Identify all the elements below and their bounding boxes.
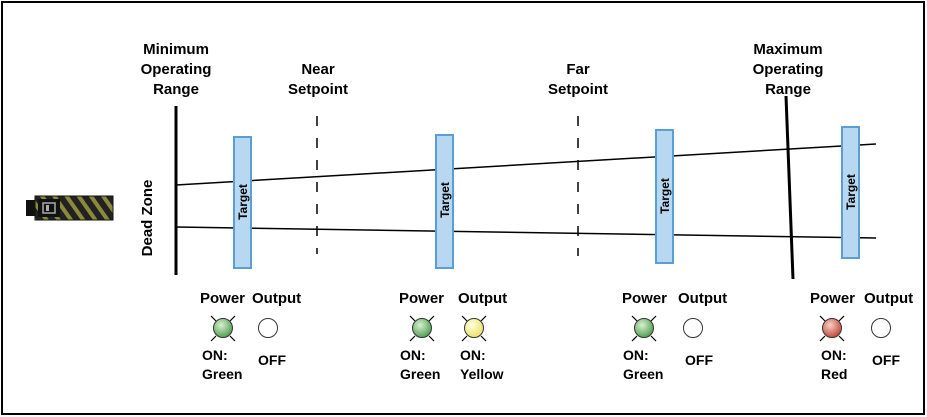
output-state: OFF <box>685 352 713 368</box>
power-state: ON: Red <box>821 347 848 382</box>
sensor-icon <box>26 195 114 221</box>
power-state: ON: Green <box>202 347 243 382</box>
indicator-group-3 <box>631 315 703 342</box>
beam-upper-line <box>175 143 877 186</box>
power-led-icon <box>210 315 236 342</box>
power-header: Power <box>399 290 445 307</box>
power-state: ON: Green <box>623 347 664 382</box>
output-header: Output <box>252 290 302 307</box>
indicator-group-4 <box>819 315 891 342</box>
output-led-icon <box>461 315 487 342</box>
beam-lower-line <box>175 226 877 239</box>
power-led-icon <box>631 315 657 342</box>
output-led-icon <box>683 318 703 338</box>
svg-text:Target: Target <box>658 178 672 214</box>
indicator-group-2 <box>409 315 487 342</box>
power-header: Power <box>810 290 856 307</box>
target-4: Target <box>841 126 860 259</box>
power-state: ON: Green <box>400 347 441 382</box>
output-state: OFF <box>258 352 286 368</box>
minimum-range-label: Minimum Operating Range <box>140 41 212 98</box>
output-header: Output <box>864 290 914 307</box>
dead-zone-label: Dead Zone <box>139 180 156 257</box>
output-state: OFF <box>872 352 900 368</box>
svg-text:Target: Target <box>236 184 250 220</box>
maximum-range-label: Maximum Operating Range <box>752 41 824 98</box>
output-led-icon <box>871 318 891 338</box>
output-led-icon <box>258 318 278 338</box>
target-1: Target <box>233 136 252 269</box>
indicator-group-1 <box>210 315 278 342</box>
far-setpoint-label: Far Setpoint <box>548 61 608 98</box>
output-header: Output <box>458 290 508 307</box>
power-led-icon <box>409 315 435 342</box>
svg-text:Target: Target <box>438 182 452 218</box>
output-header: Output <box>678 290 728 307</box>
target-3: Target <box>655 129 674 264</box>
power-header: Power <box>200 290 246 307</box>
near-setpoint-label: Near Setpoint <box>288 61 348 98</box>
power-led-icon <box>819 315 845 342</box>
power-header: Power <box>622 290 668 307</box>
output-state: ON: Yellow <box>460 347 504 382</box>
svg-text:Target: Target <box>844 174 858 210</box>
maximum-range-line <box>784 95 795 280</box>
target-2: Target <box>435 134 454 269</box>
